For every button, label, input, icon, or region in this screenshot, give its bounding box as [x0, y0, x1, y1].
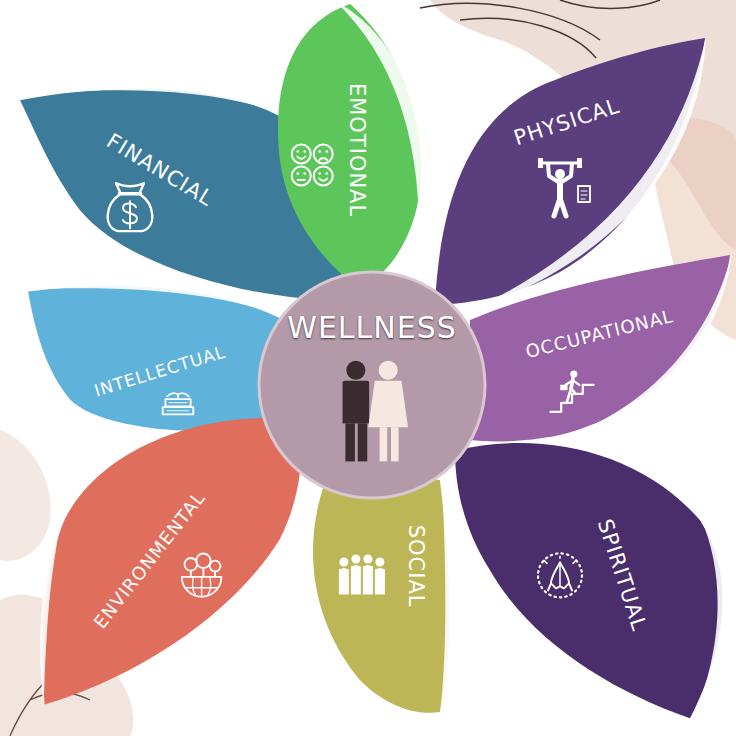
- petal-label: EMOTIONAL: [345, 83, 369, 217]
- petal-shape: [259, 272, 485, 498]
- hub-circle: WELLNESS: [259, 272, 485, 498]
- petal-swoosh: [336, 2, 425, 262]
- petal-shape: [455, 443, 722, 718]
- petal-swoosh: [18, 82, 305, 126]
- petal-icon: [538, 158, 590, 216]
- hub-fill: [259, 272, 485, 498]
- petal-swoosh: [41, 520, 62, 708]
- line-art: [560, 0, 660, 8]
- line-art: [420, 3, 600, 40]
- petal-fill: [435, 38, 705, 305]
- wellness-petal: SPIRITUAL: [455, 443, 722, 718]
- petal-icon: [338, 555, 385, 595]
- petal-label: SOCIAL: [404, 525, 428, 608]
- petal-icon: [538, 553, 582, 597]
- petal-icon: [343, 361, 409, 462]
- hub-title: WELLNESS: [287, 311, 457, 346]
- petal-fill: [42, 418, 301, 705]
- petal-shape: [470, 255, 730, 441]
- wellness-petal: SOCIAL: [313, 470, 449, 713]
- petal-swoosh: [440, 478, 452, 714]
- wellness-petal: EMOTIONAL: [278, 4, 421, 290]
- petal-swoosh: [692, 516, 725, 722]
- petal-icon: [291, 145, 332, 186]
- petal-fill: [278, 4, 421, 290]
- petal-icon: [182, 554, 222, 597]
- petal-shape: [435, 38, 705, 305]
- brush-stroke: [0, 430, 51, 561]
- petal-icon: [108, 183, 153, 231]
- petal-fill: [313, 470, 449, 713]
- petal-shape: [313, 470, 449, 713]
- wellness-petal: ENVIRONMENTAL: [42, 418, 301, 705]
- petal-icon: [550, 370, 593, 411]
- wellness-petal: OCCUPATIONAL: [470, 255, 730, 441]
- wellness-petal: PHYSICAL: [435, 38, 705, 305]
- petal-swoosh: [26, 283, 302, 326]
- petal-shape: [42, 418, 301, 705]
- petal-icon: [163, 394, 194, 415]
- petal-fill: [455, 443, 722, 718]
- line-art: [460, 18, 596, 58]
